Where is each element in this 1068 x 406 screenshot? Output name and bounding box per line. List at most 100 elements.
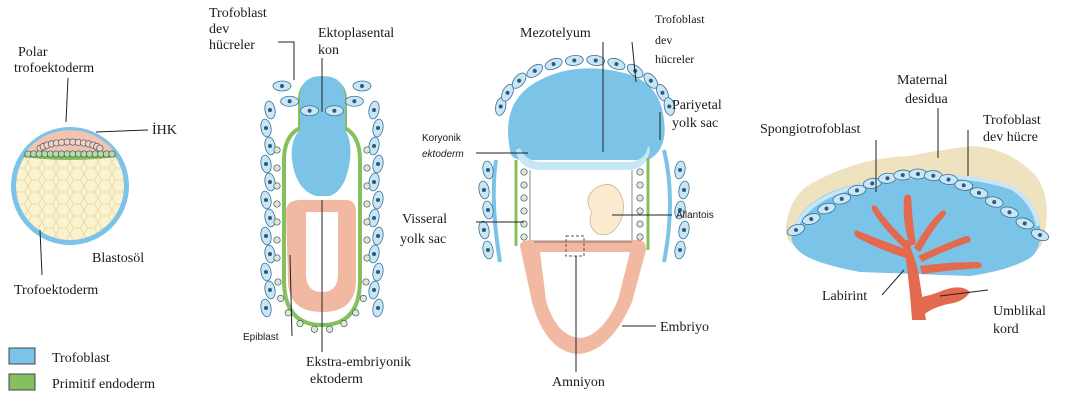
giant-cell <box>372 298 385 317</box>
giant-cell <box>674 160 687 179</box>
endoderm-cell <box>275 279 281 285</box>
giant-cell <box>674 240 687 259</box>
endoderm-cell <box>364 165 370 171</box>
giant-cell <box>372 190 385 209</box>
giant-cell <box>264 280 277 299</box>
giant-cell <box>368 208 381 227</box>
endoderm-cell <box>637 221 643 227</box>
panel-early-placenta: Mezotelyum Trofoblast dev hücreler Pariy… <box>400 12 722 390</box>
giant-cell <box>260 262 273 281</box>
endoderm-cell <box>637 195 643 201</box>
legend-label-trophoblast: Trofoblast <box>52 351 110 366</box>
endoderm-cell <box>364 183 370 189</box>
endoderm-cell <box>360 295 366 301</box>
label-allantois: Allantois <box>676 210 714 221</box>
giant-cell <box>525 62 545 81</box>
label-giant3-2: dev <box>655 33 672 47</box>
endoderm-cell <box>521 169 527 175</box>
label-polar-1: Polar <box>18 45 48 60</box>
label-mesothelium: Mezotelyum <box>520 26 591 41</box>
label-giant3-1: Trofoblast <box>655 12 705 26</box>
endoderm-cell <box>274 237 280 243</box>
legend-swatch-endoderm <box>9 374 35 390</box>
endoderm-cell <box>341 320 347 326</box>
label-ectoplacental-1: Ektoplasental <box>318 26 394 41</box>
endoderm-cell <box>326 326 332 332</box>
giant-cell <box>260 154 273 173</box>
giant-cell <box>565 54 584 66</box>
giant-cell <box>264 100 277 119</box>
allantois-shape <box>588 184 624 234</box>
endoderm-cell <box>297 320 303 326</box>
label-giant3-3: hücreler <box>655 52 694 66</box>
panel-mature-placenta: Maternal desidua Spongiotrofoblast Trofo… <box>760 73 1050 337</box>
label-extraembryonic-1: Ekstra-embriyonik <box>306 355 411 370</box>
label-giant-1: Trofoblast <box>209 6 267 21</box>
endoderm-cell <box>364 237 370 243</box>
giant-cell <box>260 118 273 137</box>
giant-cell <box>678 180 691 199</box>
giant-cell <box>273 81 291 91</box>
endoderm-cell <box>364 201 370 207</box>
label-parietal-1: Pariyetal <box>672 98 722 113</box>
giant-cell <box>372 262 385 281</box>
endoderm-cell <box>521 195 527 201</box>
endoderm-cell <box>274 147 280 153</box>
label-polar-2: trofoektoderm <box>14 61 94 76</box>
panel-egg-cylinder: Trofoblast dev hücreler Ektoplasental ko… <box>209 6 411 387</box>
endoderm-cell <box>274 165 280 171</box>
endoderm-cell <box>274 183 280 189</box>
endoderm-cell <box>637 182 643 188</box>
endoderm-cell <box>311 326 317 332</box>
endoderm-cell <box>109 151 115 157</box>
label-ihk: İHK <box>152 122 177 138</box>
giant-cell <box>264 172 277 191</box>
giant-cell <box>478 180 491 199</box>
label-cord-2: kord <box>993 322 1019 337</box>
leader-polar <box>66 78 68 122</box>
label-embryo: Embriyo <box>660 320 709 335</box>
label-giant4-1: Trofoblast <box>983 113 1041 128</box>
label-ectoplacental-2: kon <box>318 43 339 58</box>
legend: Trofoblast Primitif endoderm <box>9 348 155 392</box>
label-epiblast: Epiblast <box>243 332 279 343</box>
giant-cell <box>368 280 381 299</box>
label-trofoektoderm: Trofoektoderm <box>14 283 98 298</box>
giant-cell <box>301 106 319 116</box>
label-parietal-2: yolk sac <box>672 116 718 131</box>
label-visceral-1: Visseral <box>402 212 447 227</box>
endoderm-cell <box>363 279 369 285</box>
leader-ihk <box>96 130 148 132</box>
giant-cell <box>372 118 385 137</box>
label-extraembryonic-2: ektoderm <box>310 372 363 387</box>
label-giant4-2: dev hücre <box>983 130 1038 145</box>
label-chorionic-1: Koryonik <box>422 133 462 144</box>
icm-cell <box>97 145 103 151</box>
endoderm-cell <box>637 234 643 240</box>
giant-cell <box>372 226 385 245</box>
leader-labyrinth <box>882 270 904 295</box>
giant-cell <box>478 220 491 239</box>
label-amnion: Amniyon <box>552 375 605 390</box>
giant-cell <box>372 154 385 173</box>
giant-cell <box>260 190 273 209</box>
legend-label-endoderm: Primitif endoderm <box>52 377 155 392</box>
giant-cell <box>368 244 381 263</box>
giant-cell <box>368 172 381 191</box>
endoderm-cell <box>637 208 643 214</box>
label-giant-3: hücreler <box>209 38 255 53</box>
endoderm-cell <box>285 310 291 316</box>
panel-blastocyst: Polar trofoektoderm İHK Blastosöl Trofoe… <box>11 45 177 298</box>
giant-cell <box>353 81 371 91</box>
endoderm-cell <box>637 169 643 175</box>
endoderm-cell <box>353 310 359 316</box>
legend-swatch-trophoblast <box>9 348 35 364</box>
giant-cell <box>586 54 605 66</box>
giant-cell <box>345 96 363 106</box>
label-visceral-2: yolk sac <box>400 232 446 247</box>
giant-cell <box>281 96 299 106</box>
giant-cell <box>482 240 495 259</box>
giant-cell <box>325 106 343 116</box>
